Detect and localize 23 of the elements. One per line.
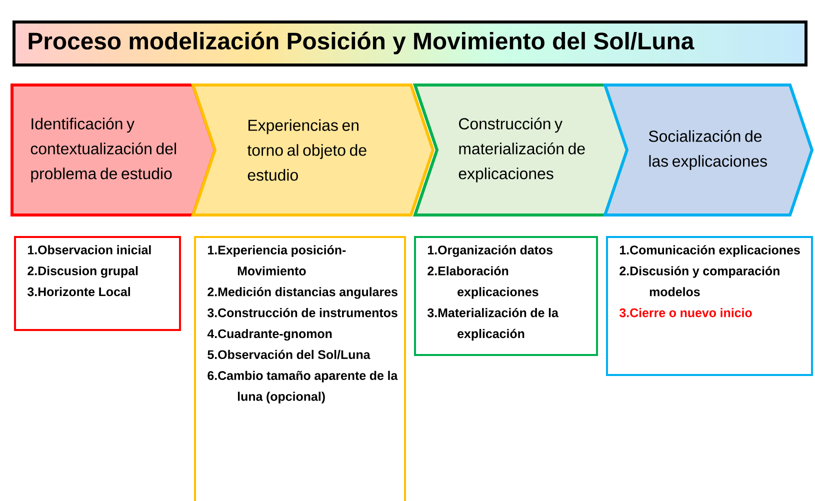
list-item: 3.Cierre o nuevo inicio bbox=[619, 308, 752, 318]
list-item: 1.Experiencia posición-Movimiento bbox=[208, 245, 346, 276]
title-banner: Proceso modelización Posición y Movimiento del Sol/Luna bbox=[12, 20, 808, 66]
chevron-step: Identificación y contextualización del problema de estudio bbox=[10, 84, 217, 216]
chevron-step: Socialización de las explicaciones bbox=[602, 84, 814, 216]
list-item: 3.Construcción de instrumentos bbox=[208, 308, 398, 318]
list-item: 1.Comunicación explicaciones bbox=[620, 245, 800, 257]
list-item: 1.Observacion inicial bbox=[28, 245, 151, 254]
list-box bbox=[194, 236, 406, 501]
list-item: 2.Discusion grupal bbox=[28, 266, 138, 278]
list-box bbox=[14, 236, 181, 331]
list-item: 4.Cuadrante-gnomon bbox=[207, 328, 332, 341]
list-item: 2.Medición distancias angulares bbox=[208, 287, 398, 299]
list-item: 1.Organización datos bbox=[428, 245, 552, 257]
list-item: 3.Materialización de la explicación bbox=[427, 308, 558, 341]
list-item: 5.Observación del Sol/Luna bbox=[208, 350, 370, 360]
list-box bbox=[606, 236, 813, 376]
list-item: 2.Elaboración explicaciones bbox=[428, 266, 538, 299]
list-box bbox=[414, 236, 598, 356]
list-item: 3.Horizonte Local bbox=[28, 287, 130, 296]
list-item: 6.Cambio tamaño aparente de la luna (opcional) bbox=[208, 370, 398, 404]
list-item: 2.Discusión y comparación modelos bbox=[620, 266, 780, 296]
chevron-step: Experiencias en torno al objeto de estudio bbox=[190, 84, 435, 216]
